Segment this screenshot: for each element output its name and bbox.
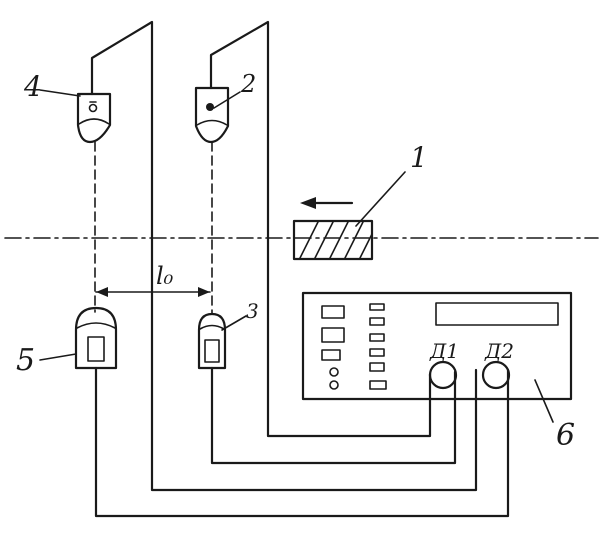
wire-receiver-2 (209, 20, 432, 438)
emitter-4 (76, 92, 112, 144)
leader-6 (534, 379, 554, 423)
wire-emitter-4 (90, 20, 478, 492)
wire-emitter-5 (94, 366, 510, 518)
label-3: 3 (246, 299, 259, 323)
indicator (369, 333, 385, 342)
label-1: 1 (410, 141, 428, 174)
leader-5 (39, 353, 77, 361)
indicator (369, 348, 385, 357)
leader-2 (213, 91, 241, 109)
input-d2 (481, 360, 511, 390)
control-button (321, 327, 345, 343)
dimension-l0 (95, 287, 211, 297)
indicator (369, 303, 385, 311)
indicator (369, 362, 385, 372)
label-l0: l₀ (156, 262, 174, 290)
indicator (369, 380, 387, 390)
wire-receiver-3 (210, 366, 457, 465)
control-knob (329, 367, 339, 377)
label-4: 4 (23, 70, 42, 103)
indicator (369, 317, 385, 326)
label-d2: Д2 (484, 339, 514, 363)
label-6: 6 (556, 418, 575, 453)
receiver-2 (194, 86, 230, 144)
label-d1: Д1 (429, 339, 459, 363)
receiver-3 (197, 312, 227, 370)
instrument-6 (301, 291, 573, 401)
leader-3 (221, 315, 247, 331)
emitter-5 (74, 306, 118, 370)
input-d1 (428, 360, 458, 390)
control-knob (329, 380, 339, 390)
object-1 (292, 219, 374, 261)
control-button (321, 349, 341, 361)
leader-4 (39, 89, 81, 97)
arrow-left-icon (300, 197, 354, 209)
display-window (435, 302, 559, 326)
control-button (321, 305, 345, 319)
label-2: 2 (240, 70, 256, 98)
leader-1 (355, 171, 406, 227)
label-5: 5 (16, 343, 35, 378)
